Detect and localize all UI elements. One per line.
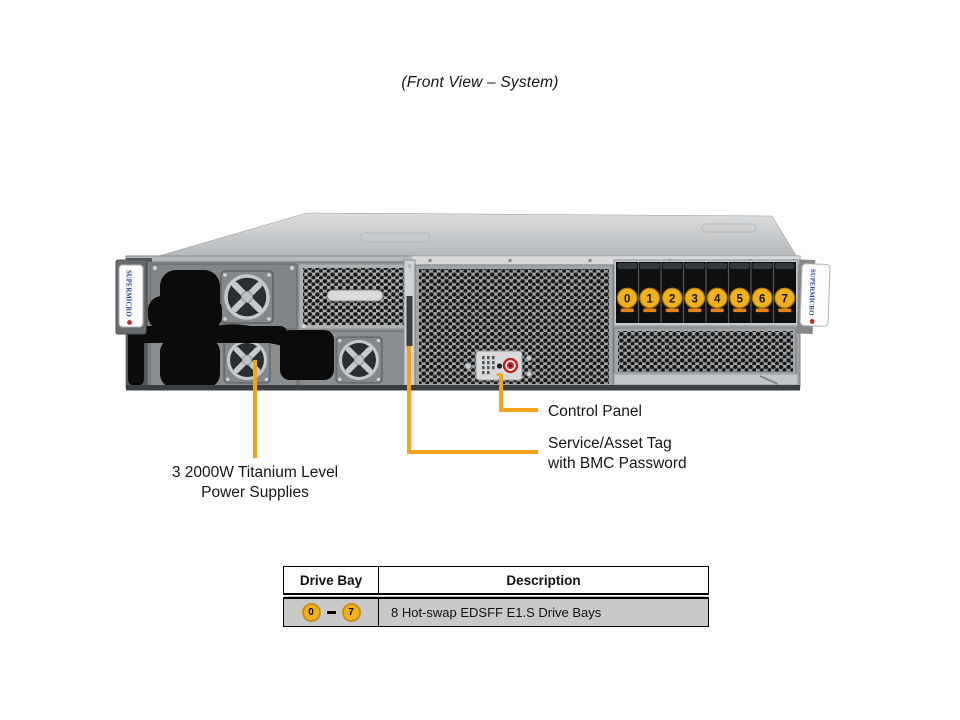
psu-filler-handle: [326, 289, 384, 302]
right-ear-tag: SUPERMICRO: [796, 259, 831, 334]
psu-label: 3 2000W Titanium Level Power Supplies: [135, 463, 375, 502]
power-button-icon: [502, 357, 519, 374]
callout-line-service-tag-horizontal: [407, 450, 538, 454]
svg-text:2: 2: [669, 293, 675, 305]
drive-slots: [617, 262, 795, 323]
table-header-drive-bay: Drive Bay: [283, 566, 379, 599]
callout-line-control-panel-horizontal: [499, 408, 538, 412]
drive-bay-numbers: 0 1 2 3 4 5 6 7: [616, 287, 796, 313]
drive-bay-area: 0 1 2 3 4 5 6 7: [613, 259, 799, 386]
svg-text:0: 0: [624, 293, 630, 305]
callout-line-service-tag-vertical: [407, 346, 411, 453]
left-ear-tag: SUPERMICRO: [115, 259, 147, 335]
psu-fan-top: [216, 266, 278, 328]
server-front-illustration: 0 1 2 3 4 5 6 7 SUPERMICRO SUPERMICRO: [115, 212, 831, 391]
table-header-description: Description: [378, 566, 709, 599]
chassis-bottom-edge: [126, 385, 800, 391]
table-header-row: Drive Bay Description: [283, 566, 709, 599]
led-grid: [482, 356, 495, 375]
psu-fan-bottom-middle: [332, 333, 386, 387]
service-tag-label: Service/Asset Tag with BMC Password: [548, 434, 687, 473]
svg-text:5: 5: [737, 293, 744, 305]
svg-text:4: 4: [714, 293, 721, 305]
chassis-lid: [137, 212, 801, 263]
service-tag-label-line2: with BMC Password: [548, 454, 687, 472]
logo-red-dot-left: [127, 320, 132, 325]
svg-text:6: 6: [759, 293, 765, 305]
bay-badge-end: 7: [341, 603, 361, 622]
bottom-mesh-panel: [618, 331, 793, 372]
page-title: (Front View – System): [401, 74, 559, 91]
psu-label-line1: 3 2000W Titanium Level: [171, 464, 339, 481]
svg-text:3: 3: [692, 293, 698, 305]
svg-text:1: 1: [647, 293, 654, 305]
power-cable-bundle: [128, 266, 334, 388]
callout-line-psu: [253, 360, 257, 458]
reset-button-icon: [496, 363, 503, 369]
service-tag-label-line1: Service/Asset Tag: [548, 435, 672, 452]
supermicro-logo-text-right: SUPERMICRO: [807, 269, 816, 316]
control-panel-label: Control Panel: [548, 403, 642, 420]
supermicro-logo-text-left: SUPERMICRO: [125, 270, 132, 317]
psu-label-line2: Power Supplies: [201, 483, 309, 501]
bay-range-dash: [326, 611, 336, 614]
logo-red-dot-right: [809, 319, 815, 324]
bay-badge-start: 0: [301, 603, 321, 622]
svg-text:7: 7: [782, 293, 788, 305]
drive-bay-description-cell: 8 Hot-swap EDSFF E1.S Drive Bays: [378, 595, 709, 627]
callout-line-control-panel-vertical: [499, 374, 503, 411]
